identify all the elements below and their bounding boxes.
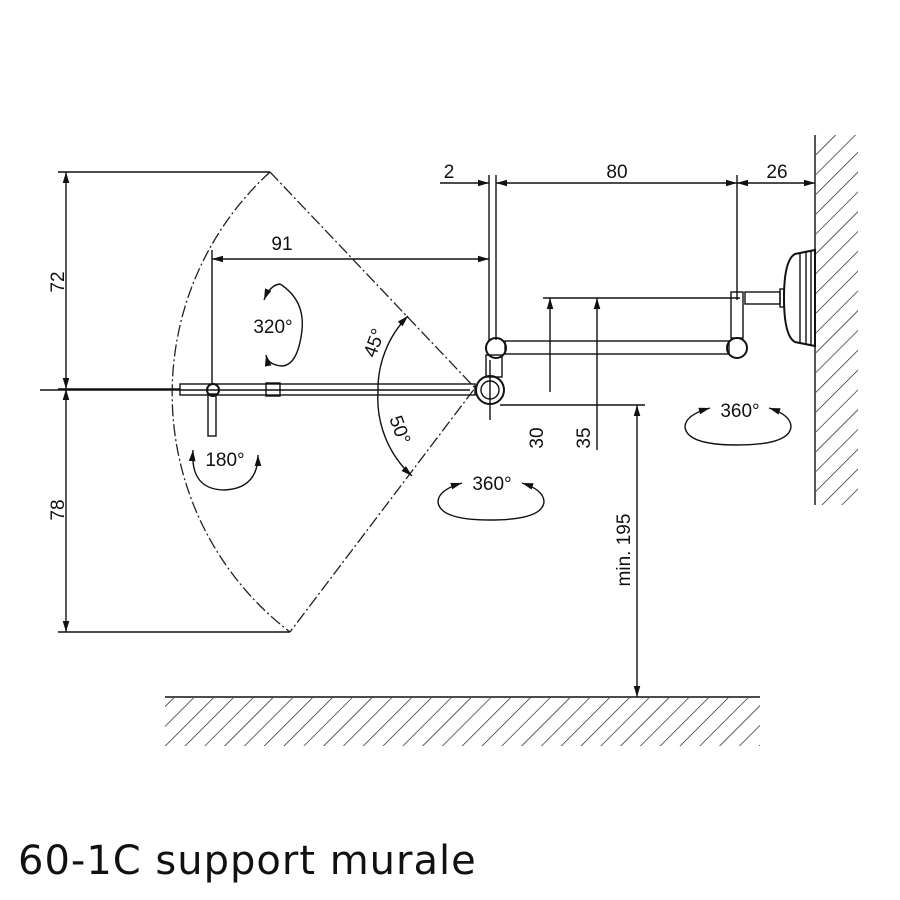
wall-bracket: [744, 248, 816, 348]
dim-26: 26: [766, 162, 787, 183]
rotation-180: 180°: [188, 449, 262, 491]
dim-91: 91: [271, 234, 292, 255]
tilt-angles: 45° 50°: [360, 315, 414, 477]
dim-2: 2: [444, 162, 455, 183]
reach-dimension: 91: [211, 234, 489, 385]
dim-30: 30: [527, 427, 548, 448]
rotation-360-joint: 360°: [437, 474, 545, 521]
arm-joints: [475, 291, 748, 420]
rotation-320: 320°: [253, 283, 304, 367]
dim-35: 35: [574, 427, 595, 448]
top-dimensions: 2 80 26: [440, 162, 815, 340]
angle-360-joint: 360°: [472, 474, 511, 495]
lamp-arm: [40, 382, 476, 437]
angle-360-wall: 360°: [720, 401, 759, 422]
dim-72: 72: [48, 271, 69, 292]
dim-78: 78: [48, 499, 69, 520]
offset-dimensions: 30 35: [500, 297, 740, 450]
angle-45: 45°: [360, 326, 390, 360]
product-title: 60-1C support murale: [18, 838, 477, 884]
angle-180: 180°: [205, 450, 244, 471]
height-dimensions: 72 78: [48, 171, 290, 633]
dim-min-195: min. 195: [614, 514, 635, 587]
rotation-360-wall: 360°: [684, 401, 792, 446]
floor: [165, 696, 760, 746]
angle-320: 320°: [253, 317, 292, 338]
dim-80: 80: [606, 162, 627, 183]
angle-50: 50°: [384, 413, 414, 447]
wall: [814, 135, 858, 505]
swing-envelope: [171, 171, 476, 633]
min-height-dimension: min. 195: [614, 405, 641, 697]
